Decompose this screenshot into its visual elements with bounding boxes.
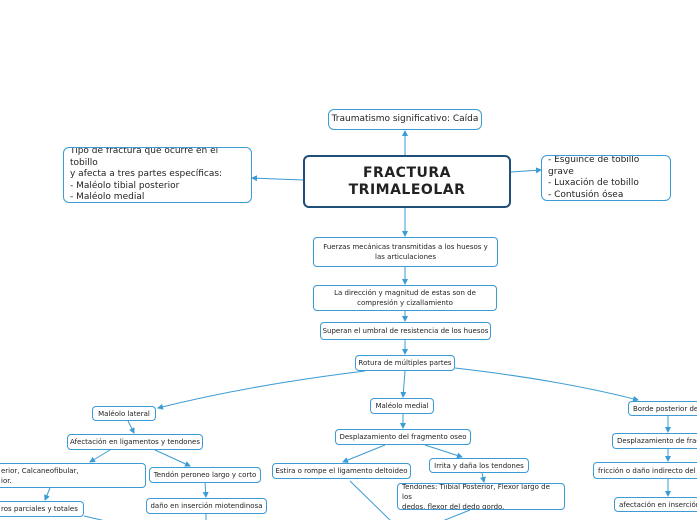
- node-peroneal-tendon[interactable]: Tendón peroneo largo y corto: [149, 467, 261, 483]
- node-posterior-displacement[interactable]: Desplazamiento de frag: [612, 433, 697, 449]
- edge-tears-continuation: [83, 515, 104, 520]
- edge-tendons-list: [479, 472, 486, 483]
- edge-list-continuation: [443, 509, 471, 520]
- node-cause[interactable]: Traumatismo significativo: Caída: [328, 109, 482, 130]
- node-tendons-list[interactable]: Tendones: Tiibial Posterior, Flexor larg…: [397, 483, 565, 510]
- edge-rupture-lateral: [157, 370, 366, 410]
- node-lateral-malleolus[interactable]: Maléolo lateral: [92, 406, 156, 421]
- root-node-fractura-trimaleolar[interactable]: FRACTURA TRIMALEOLAR: [303, 155, 511, 208]
- node-multiple-rupture[interactable]: Rotura de múltiples partes: [355, 355, 455, 371]
- edge-effect-tendon: [154, 449, 191, 467]
- node-resistance-threshold[interactable]: Superan el umbral de resistencia de los …: [320, 322, 491, 340]
- edge-effect-ligaments: [89, 449, 111, 463]
- edge-lateral-effect: [127, 420, 135, 434]
- node-lateral-ligaments[interactable]: erior, Calcaneofibular, ior.: [0, 463, 146, 488]
- edge-displacement-tendons: [424, 444, 463, 459]
- node-tendon-irritation[interactable]: Irrita y daña los tendones: [429, 458, 529, 473]
- node-partial-total-tears[interactable]: ros parciales y totales: [0, 501, 84, 517]
- node-myotendinous-insertion[interactable]: daño en inserción miotendinosa: [146, 498, 267, 514]
- node-type-description[interactable]: Tipo de fractura que ocurre en el tobill…: [63, 147, 252, 203]
- node-medial-displacement[interactable]: Desplazamiento del fragmento oseo: [335, 429, 471, 445]
- node-direction-magnitude[interactable]: La dirección y magnitud de estas son de …: [313, 285, 497, 311]
- edge-ligaments-tears: [44, 487, 51, 501]
- node-posterior-insertion[interactable]: afectación en inserción: [614, 497, 697, 512]
- edge-tendon-insertion: [202, 481, 209, 498]
- node-lateral-effect[interactable]: Afectación en ligamentos y tendones: [67, 434, 203, 450]
- edge-rupture-posterior: [454, 367, 639, 402]
- edge-root-type: [251, 175, 304, 182]
- node-medial-malleolus[interactable]: Maléolo medial: [370, 398, 434, 414]
- node-posterior-border[interactable]: Borde posterior de: [628, 401, 697, 416]
- edge-displacement-ligament: [342, 444, 386, 463]
- edge-rupture-medial: [400, 370, 407, 398]
- node-posterior-friction[interactable]: fricción o daño indirecto del: [593, 462, 697, 479]
- edge-root-differentials: [510, 167, 542, 174]
- edge-ligament-continuation: [349, 480, 391, 520]
- node-deltoid-ligament[interactable]: Estira o rompe el ligamento deltoideo: [272, 463, 411, 479]
- node-differentials[interactable]: - Esguince de tobillo grave - Luxación d…: [541, 155, 671, 201]
- node-mechanical-forces[interactable]: Fuerzas mecánicas transmitidas a los hue…: [313, 237, 498, 267]
